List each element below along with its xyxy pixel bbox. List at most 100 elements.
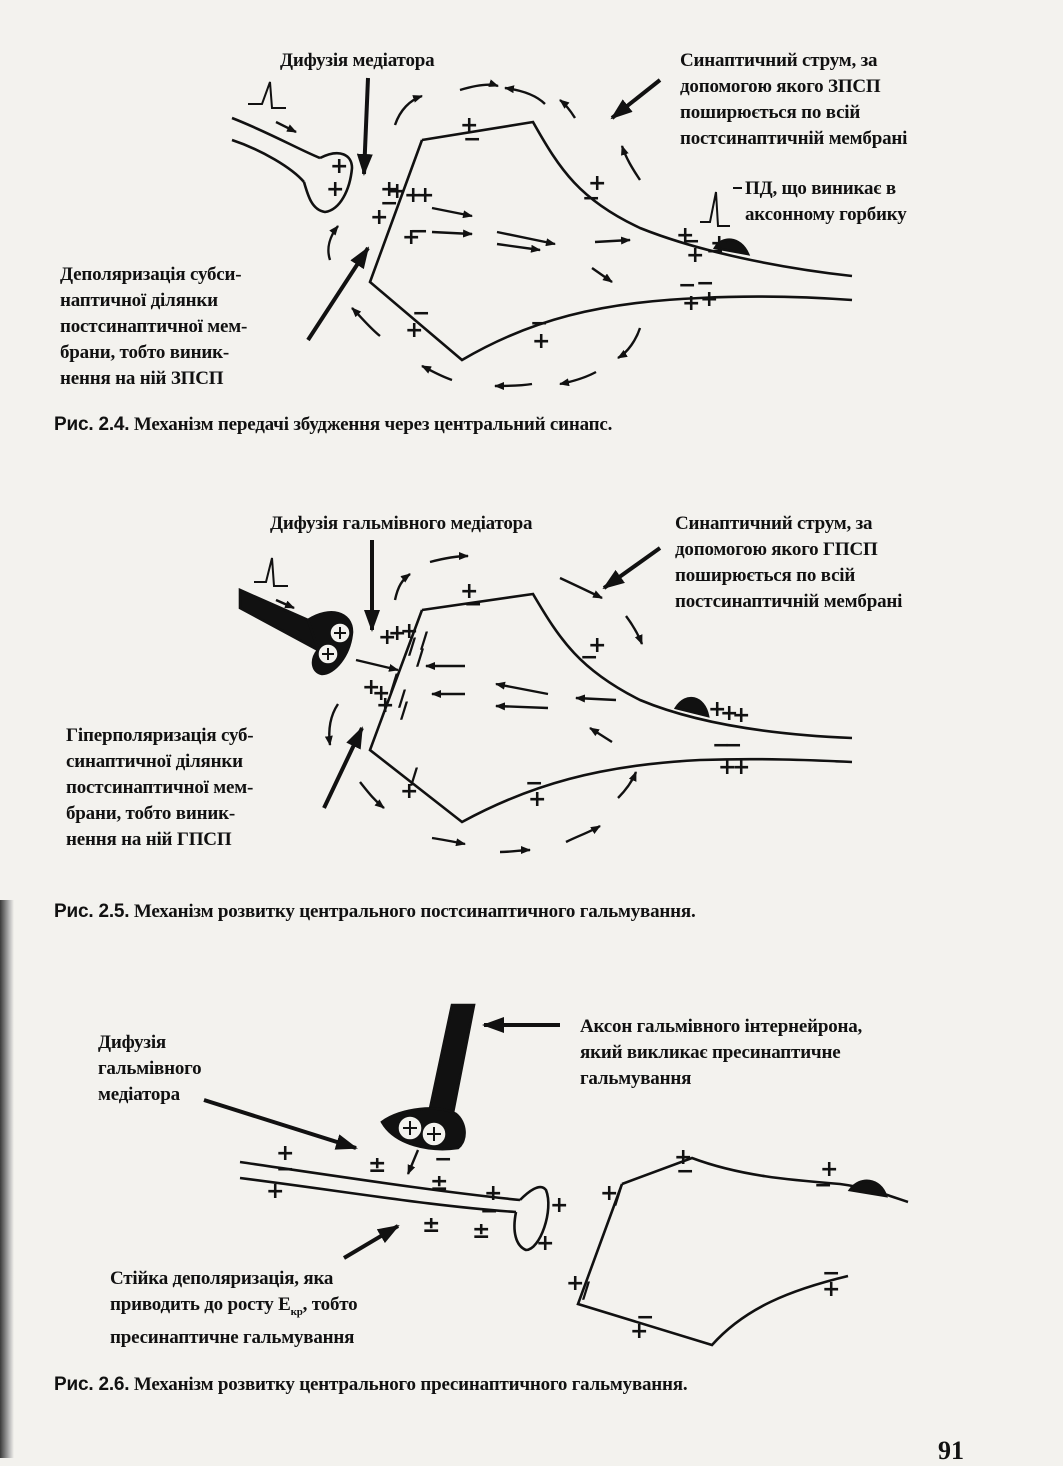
svg-text:+: + <box>266 1179 284 1204</box>
svg-text:+: + <box>720 701 738 726</box>
fig5-synaptic-current-label: Синаптичний струм, за допомогою якого ГП… <box>675 513 903 612</box>
svg-text:+: + <box>404 183 422 208</box>
fig4-action-potential-label: ПД, що виникає в аксонному горбику <box>745 178 907 225</box>
svg-text:−: − <box>464 592 482 617</box>
svg-text:+: + <box>388 621 406 646</box>
svg-text:+: + <box>822 1277 840 1302</box>
svg-text:+: + <box>276 1141 294 1166</box>
svg-text:+: + <box>536 1231 554 1256</box>
svg-text:−: − <box>696 271 714 296</box>
fig5-charges: +++ /// +++ /// +− +− +++ −− ++ +/ −+ <box>362 579 750 812</box>
fig6-caption-text: Механізм розвитку центрального пресинапт… <box>129 1374 688 1395</box>
svg-text:+: + <box>400 779 418 804</box>
svg-text:+: + <box>362 675 380 700</box>
svg-text:−: − <box>434 1147 452 1172</box>
fig5-big-arrows <box>322 540 662 809</box>
svg-text:−: − <box>636 1305 654 1330</box>
svg-text:+: + <box>400 619 418 644</box>
svg-text:/: / <box>410 765 419 790</box>
svg-text:+: + <box>710 231 728 256</box>
fig6-caption-number: Рис. 2.6. <box>54 1374 130 1395</box>
svg-text:/: / <box>614 1185 623 1210</box>
svg-text:+: + <box>326 177 344 202</box>
svg-text:+: + <box>460 579 478 604</box>
svg-text:+: + <box>532 329 550 354</box>
fig6-big-arrows <box>203 1017 560 1260</box>
svg-text:±: ± <box>422 1213 440 1238</box>
svg-text:−: − <box>706 239 724 264</box>
fig4-charges: ++ ++++ ++ −− +− +− +−+ +− −−++ +− −+ <box>326 113 728 354</box>
svg-text:+: + <box>676 223 694 248</box>
fig4-caption: Рис. 2.4. Механізм передачі збудження че… <box>54 412 612 438</box>
fig4-big-arrows <box>306 77 662 342</box>
fig6-diagram <box>239 1003 909 1347</box>
svg-text:/: / <box>416 646 425 671</box>
svg-text:−: − <box>530 311 548 336</box>
fig5-caption-text: Механізм розвитку центрального постсинап… <box>129 901 696 922</box>
svg-text:+: + <box>405 318 423 343</box>
book-spine-shadow <box>0 900 14 1458</box>
svg-text:+: + <box>820 1157 838 1182</box>
fig5-plus-in-bouton <box>322 627 346 660</box>
fig6-charges: +− + ±−± +−± ± ++ +/ +− +− +/ +− −+ <box>266 1141 840 1344</box>
fig6-steady-text-2: , тобто пресинаптичне гальмування <box>110 1294 358 1348</box>
svg-text:+: + <box>380 177 398 202</box>
fig5-caption-number: Рис. 2.5. <box>54 901 130 922</box>
svg-text:−: − <box>412 301 430 326</box>
fig6-inhibitory-axon-label: Аксон гальмівного інтернейрона, який вик… <box>580 1016 863 1089</box>
fig4-diffusion-label: Дифузія медіатора <box>280 50 435 71</box>
svg-text:−: − <box>682 229 700 254</box>
fig6-arrows <box>406 1149 420 1175</box>
svg-text:+: + <box>376 693 394 718</box>
svg-text:+: + <box>402 225 420 250</box>
svg-text:−: − <box>678 273 696 298</box>
fig6-steady-depolarization-label: Стійка деполяризація, яка приводить до р… <box>110 1266 358 1351</box>
svg-text:−: − <box>712 733 730 758</box>
svg-text:/: / <box>408 635 417 660</box>
svg-text:/: / <box>398 687 407 712</box>
svg-text:+: + <box>588 633 606 658</box>
svg-text:−: − <box>463 127 481 152</box>
fig6-steady-text-1: Стійка деполяризація, яка приводить до р… <box>110 1268 334 1315</box>
svg-text:±: ± <box>368 1153 386 1178</box>
svg-text:+: + <box>630 1319 648 1344</box>
svg-text:+: + <box>588 171 606 196</box>
fig5-diffusion-label: Дифузія гальмівного медіатора <box>270 513 533 534</box>
svg-text:+: + <box>330 154 348 179</box>
fig6-plus-in-bouton <box>403 1121 441 1141</box>
page-number: 91 <box>938 1436 964 1465</box>
svg-text:−: − <box>480 1199 498 1224</box>
fig4-depolarization-label: Деполяризація субси- наптичної ділянки п… <box>60 264 248 389</box>
svg-text:−: − <box>814 1173 832 1198</box>
svg-text:−: − <box>276 1157 294 1182</box>
svg-text:+: + <box>388 179 406 204</box>
svg-text:+: + <box>600 1181 618 1206</box>
svg-text:+: + <box>370 205 388 230</box>
svg-text:+: + <box>708 697 726 722</box>
svg-text:−: − <box>410 219 428 244</box>
svg-text:−: − <box>822 1261 840 1286</box>
svg-text:+: + <box>378 625 396 650</box>
fig4-synaptic-current-label: Синаптичний струм, за допомогою якого ЗП… <box>680 50 908 149</box>
svg-text:+: + <box>566 1271 584 1296</box>
svg-text:−: − <box>380 191 398 216</box>
svg-text:+: + <box>686 243 704 268</box>
svg-text:±: ± <box>472 1219 490 1244</box>
fig6-caption: Рис. 2.6. Механізм розвитку центрального… <box>54 1372 688 1398</box>
fig4-caption-text: Механізм передачі збудження через центра… <box>129 414 613 435</box>
svg-text:/: / <box>582 1279 591 1304</box>
svg-text:+: + <box>416 183 434 208</box>
fig6-diffusion-label: Дифузія гальмівного медіатора <box>98 1032 202 1105</box>
fig4-arrows <box>275 79 642 390</box>
svg-text:+: + <box>484 1181 502 1206</box>
svg-text:+: + <box>718 755 736 780</box>
svg-text:−: − <box>525 771 543 796</box>
svg-text:−: − <box>676 1159 694 1184</box>
svg-text:+: + <box>372 681 390 706</box>
svg-text:/: / <box>400 699 409 724</box>
svg-text:/: / <box>390 671 399 696</box>
svg-text:+: + <box>550 1193 568 1218</box>
fig4-diagram <box>231 81 853 362</box>
